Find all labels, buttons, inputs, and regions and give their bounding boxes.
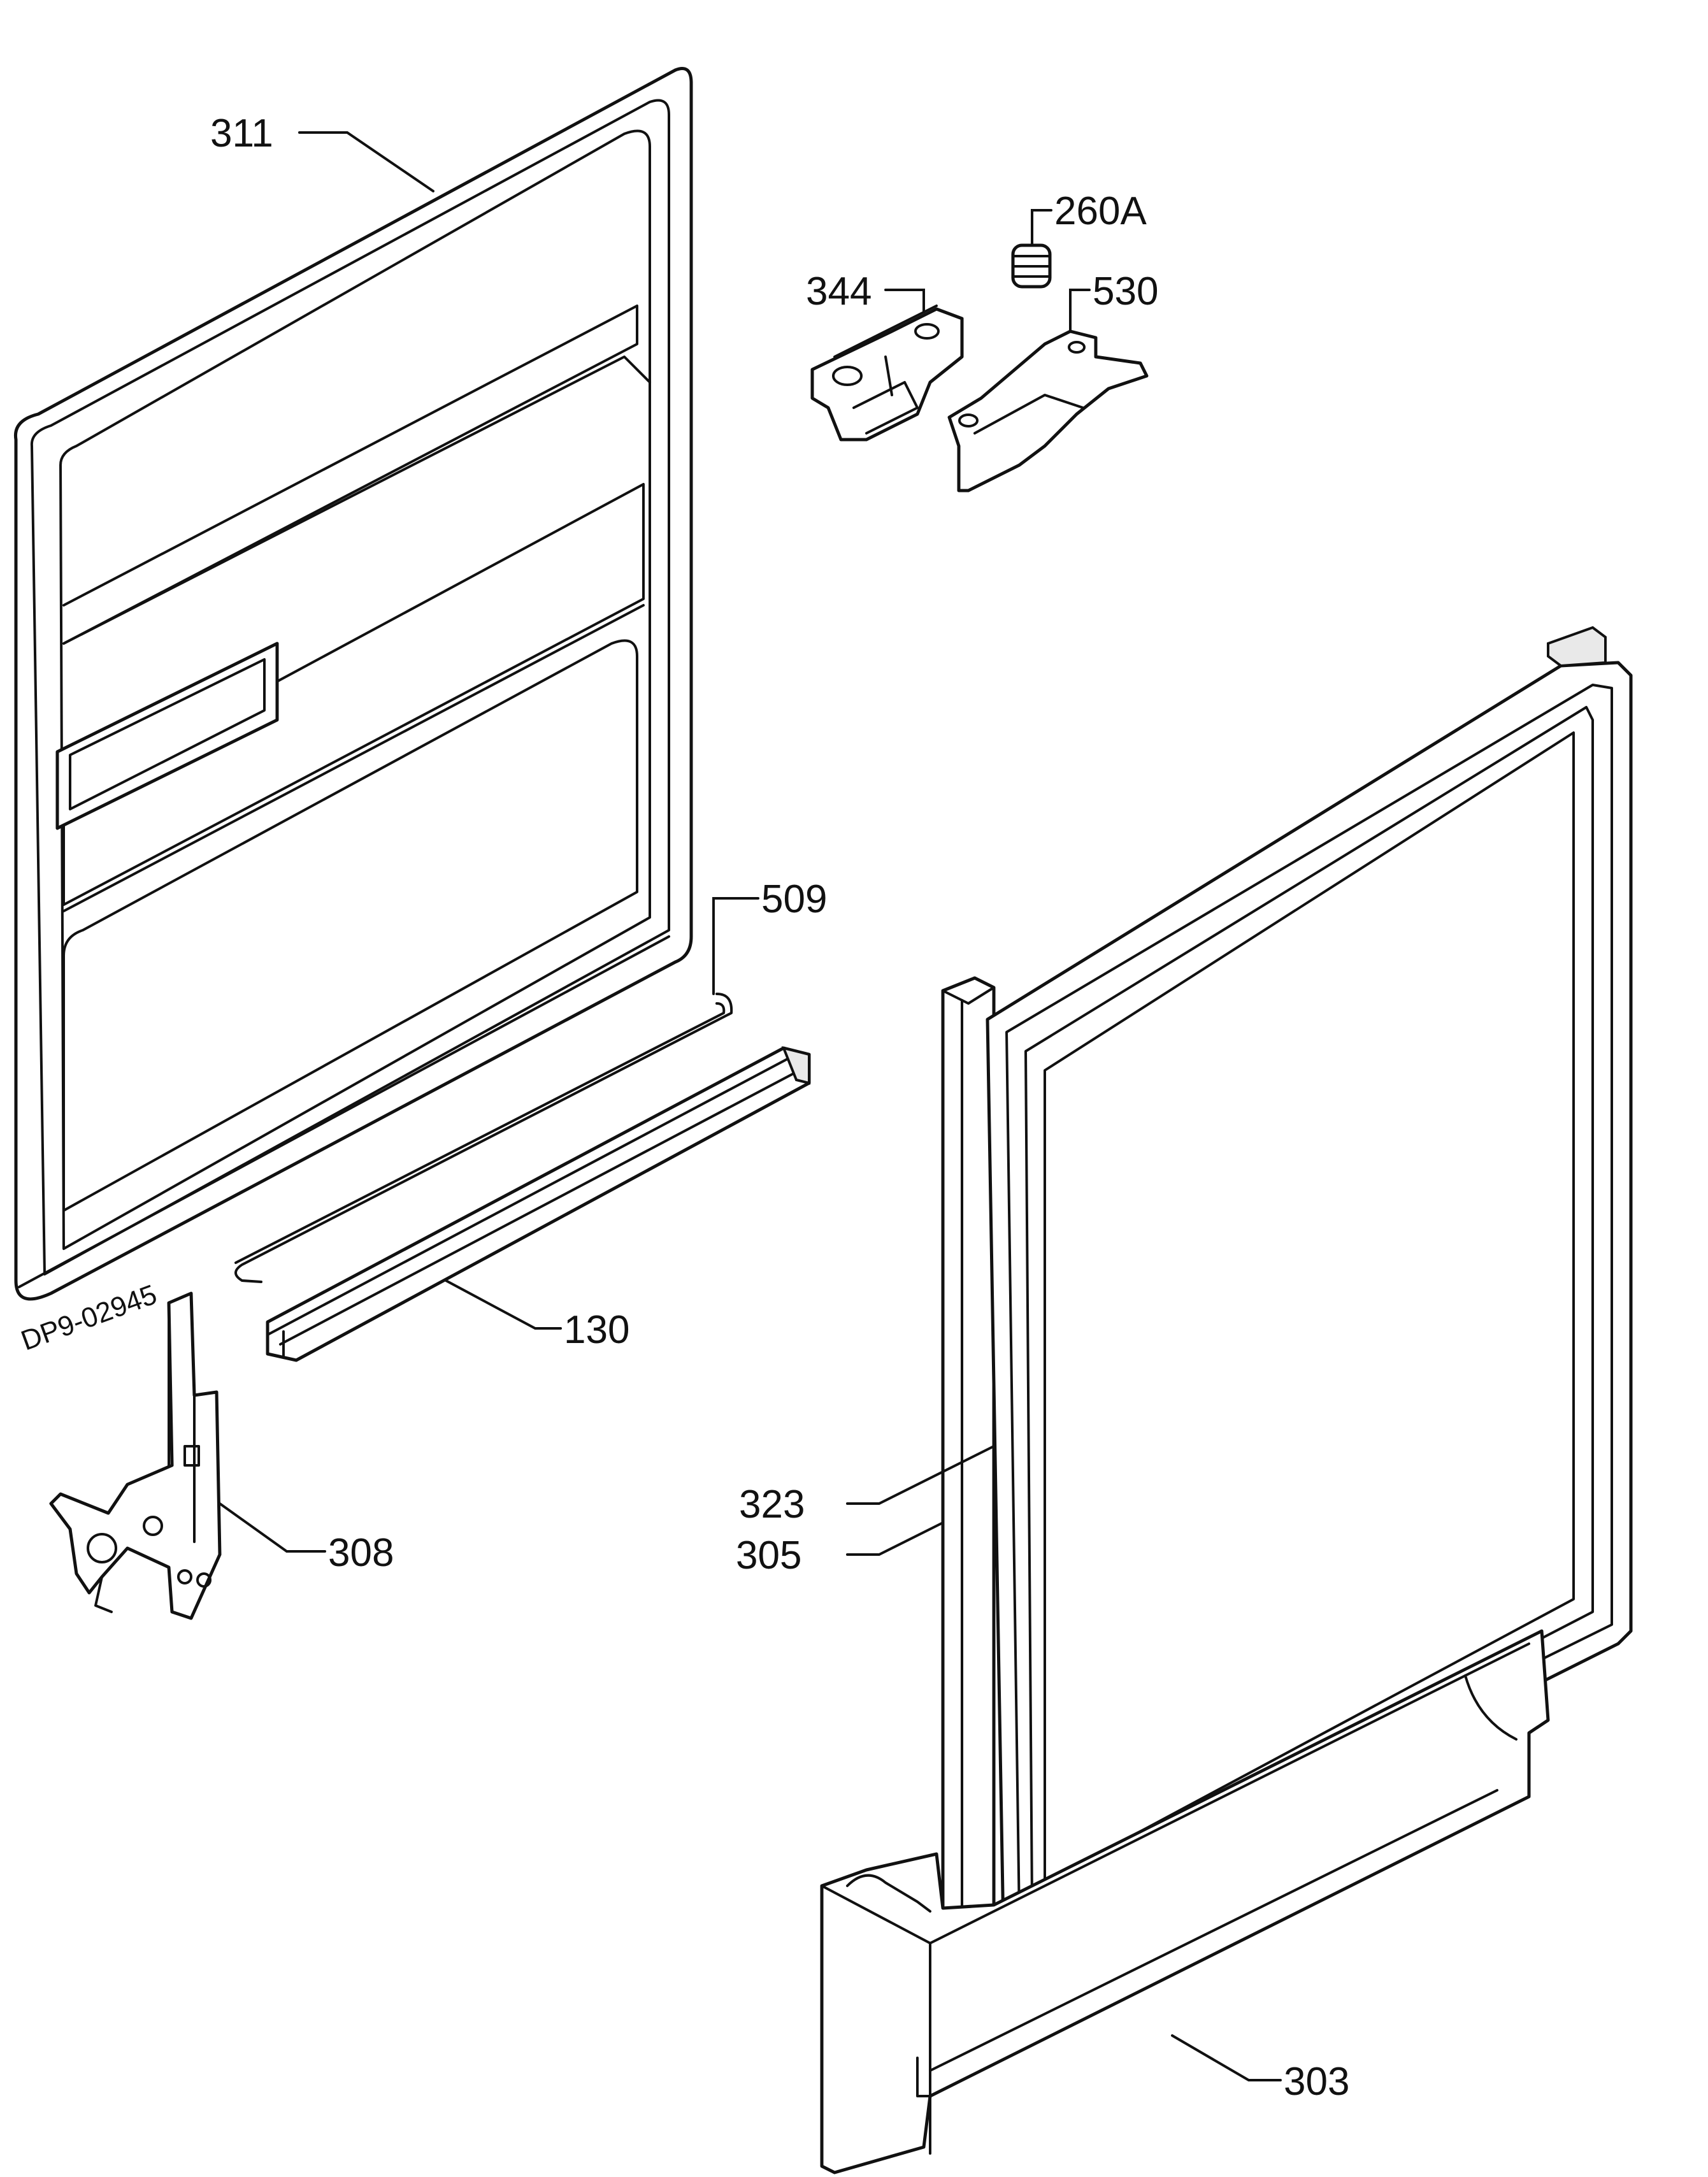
part-311-inner-door-panel[interactable] xyxy=(13,67,693,1301)
leader-311 xyxy=(298,131,434,192)
callout-130: 130 xyxy=(564,1308,629,1352)
part-308-hinge[interactable] xyxy=(49,1291,222,1620)
part-530-lock-bracket[interactable] xyxy=(947,329,1149,492)
callout-308: 308 xyxy=(328,1531,394,1575)
leader-303 xyxy=(1171,2034,1282,2081)
callout-311: 311 xyxy=(210,111,273,155)
part-323-door-seal-frame[interactable] xyxy=(986,626,1633,1939)
callout-260A: 260A xyxy=(1054,189,1147,233)
leader-308 xyxy=(219,1502,326,1553)
part-303-lower-panel[interactable] xyxy=(820,1629,1550,2174)
leader-305 xyxy=(846,1521,944,1556)
callout-303: 303 xyxy=(1284,2060,1349,2104)
part-344-door-lock[interactable] xyxy=(810,305,964,442)
leader-260A xyxy=(1031,209,1052,247)
callout-344: 344 xyxy=(806,269,872,313)
part-130-seal-strip[interactable] xyxy=(266,1046,811,1362)
callout-509: 509 xyxy=(761,877,827,921)
leader-lines xyxy=(219,131,1282,2081)
part-509-wire-rod[interactable] xyxy=(234,993,733,1283)
part-305-side-strip[interactable] xyxy=(941,976,996,1920)
leader-344 xyxy=(884,289,925,313)
leader-509 xyxy=(712,897,759,995)
callout-323: 323 xyxy=(739,1483,805,1527)
part-260A-spring[interactable] xyxy=(1011,243,1052,289)
leader-130 xyxy=(445,1279,562,1330)
leader-530 xyxy=(1069,289,1091,333)
leader-323 xyxy=(846,1445,995,1505)
callout-305: 305 xyxy=(736,1534,801,1577)
callout-530: 530 xyxy=(1093,269,1158,313)
